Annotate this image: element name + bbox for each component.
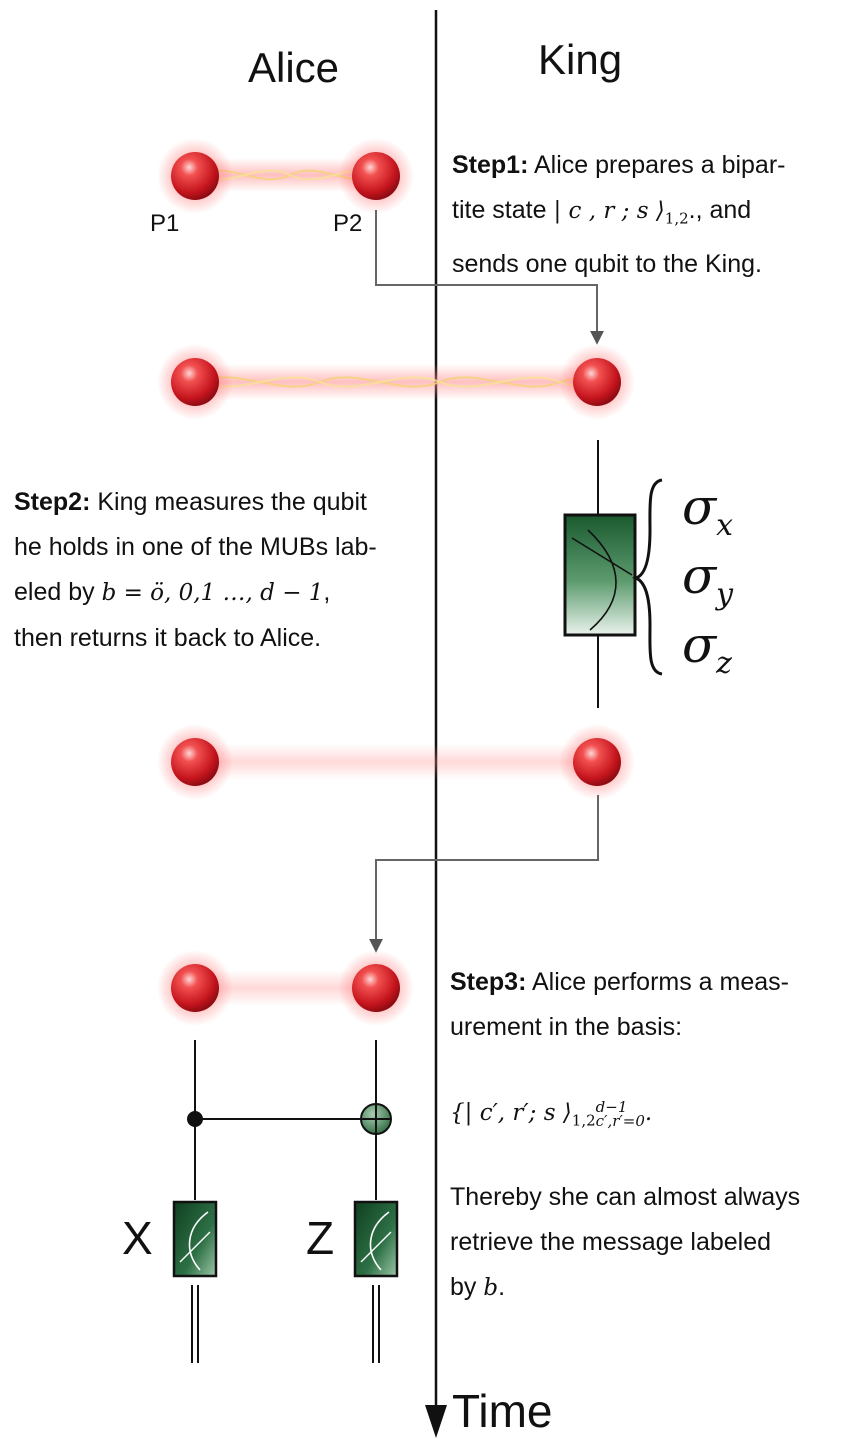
- step3-text-2: Thereby she can almost always retrieve t…: [450, 1175, 855, 1311]
- step2-comma: ,: [323, 578, 331, 606]
- particle-king-row3: [573, 738, 621, 786]
- bell-circuit: [172, 1040, 399, 1363]
- step1-state: | c , r ; s ⟩1,2: [553, 198, 689, 228]
- step3-line2: urement in the basis:: [450, 1013, 683, 1041]
- step3-text: Step3: Alice performs a meas- urement in…: [450, 960, 855, 1050]
- step1-line2: tite state: [452, 196, 554, 224]
- time-arrow-head: [425, 1405, 447, 1438]
- step2-line1: King measures the qubit: [90, 488, 367, 516]
- step2-line4: then returns it back to Alice.: [14, 624, 322, 652]
- particle-king-row2: [573, 358, 621, 406]
- particle-p1: [171, 152, 219, 200]
- particle-alice-row4-p2: [352, 964, 400, 1012]
- meas-x-label: X: [122, 1212, 153, 1264]
- meas-z-label: Z: [306, 1212, 335, 1264]
- meter-x-box: [172, 1200, 218, 1278]
- step1-text: Step1: Alice prepares a bipar- tite stat…: [452, 143, 852, 287]
- step1-line1: Alice prepares a bipar-: [528, 151, 786, 179]
- particle-p2: [352, 152, 400, 200]
- alice-header: Alice: [248, 44, 340, 91]
- king-measurement: [563, 440, 663, 708]
- pair-row-3: [157, 724, 635, 800]
- time-label: Time: [452, 1385, 553, 1437]
- step3-line3: Thereby she can almost always: [450, 1183, 801, 1211]
- p1-label: P1: [150, 210, 180, 237]
- step3-b: b: [483, 1275, 499, 1301]
- sigma-z: σz: [682, 616, 732, 681]
- step1-label: Step1:: [452, 151, 529, 179]
- step2-text: Step2: King measures the qubit he holds …: [14, 480, 434, 661]
- return-arrow: [369, 795, 599, 953]
- step3-line1: Alice performs a meas-: [526, 968, 789, 996]
- meter-z-box: [353, 1200, 399, 1278]
- step2-line3: eled by: [14, 578, 102, 606]
- send-arrow: [375, 210, 604, 345]
- king-meter-box: [563, 513, 637, 637]
- particle-alice-row3: [171, 738, 219, 786]
- step3-period: .: [498, 1273, 506, 1301]
- particle-alice-row4-p1: [171, 964, 219, 1012]
- pair-row-2: [157, 344, 635, 420]
- sigma-y: σy: [682, 547, 734, 612]
- step1-line2-end: ., and: [688, 196, 752, 224]
- step3-line5: by: [450, 1273, 484, 1301]
- particle-alice-row2: [171, 358, 219, 406]
- step3-line4: retrieve the message labeled: [450, 1228, 772, 1256]
- step2-label: Step2:: [14, 488, 91, 516]
- pair-row-1: [157, 138, 414, 214]
- step2-math: b = ö, 0,1 …, d − 1: [101, 580, 324, 606]
- step1-line3: sends one qubit to the King.: [452, 249, 762, 278]
- step2-line2: he holds in one of the MUBs lab-: [14, 533, 377, 561]
- pair-row-4: [157, 950, 414, 1026]
- p2-label: P2: [333, 210, 363, 237]
- sigma-x: σx: [682, 478, 734, 543]
- king-header: King: [538, 36, 623, 83]
- step3-label: Step3:: [450, 968, 527, 996]
- cnot-control-dot: [187, 1111, 203, 1127]
